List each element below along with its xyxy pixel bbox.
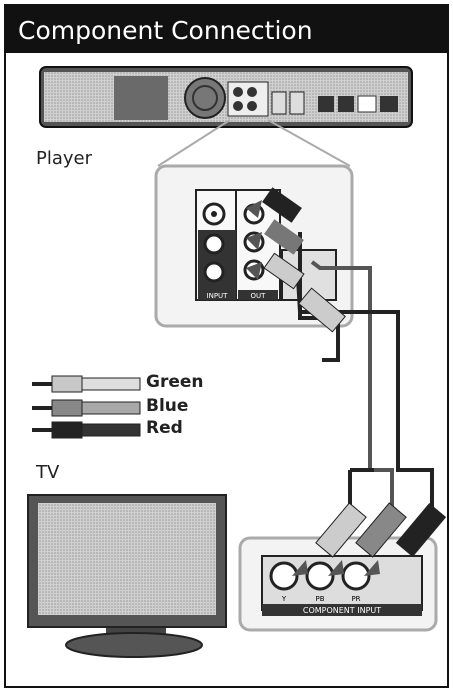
tv-plugs: [292, 502, 447, 576]
legend-red: Red: [146, 418, 183, 438]
player-plugs: [246, 187, 346, 333]
component-input-label: COMPONENT INPUT: [303, 606, 381, 615]
player-label: Player: [36, 148, 93, 169]
title-bar: Component Connection: [4, 4, 449, 53]
legend-blue: Blue: [146, 396, 189, 416]
player-jack-input: INPUT: [207, 292, 229, 300]
tv-jack-pr: PR: [351, 595, 360, 603]
player-jack-out: OUT: [251, 292, 267, 300]
tv-jack-pb: PB: [315, 595, 324, 603]
tv-jack-y: Y: [281, 595, 287, 603]
page-title: Component Connection: [18, 16, 313, 45]
player-device: [39, 66, 413, 128]
legend-cable-icons: [32, 375, 141, 439]
tv-label: TV: [36, 462, 60, 483]
legend-green: Green: [146, 372, 204, 392]
tv-illustration: [27, 494, 227, 658]
